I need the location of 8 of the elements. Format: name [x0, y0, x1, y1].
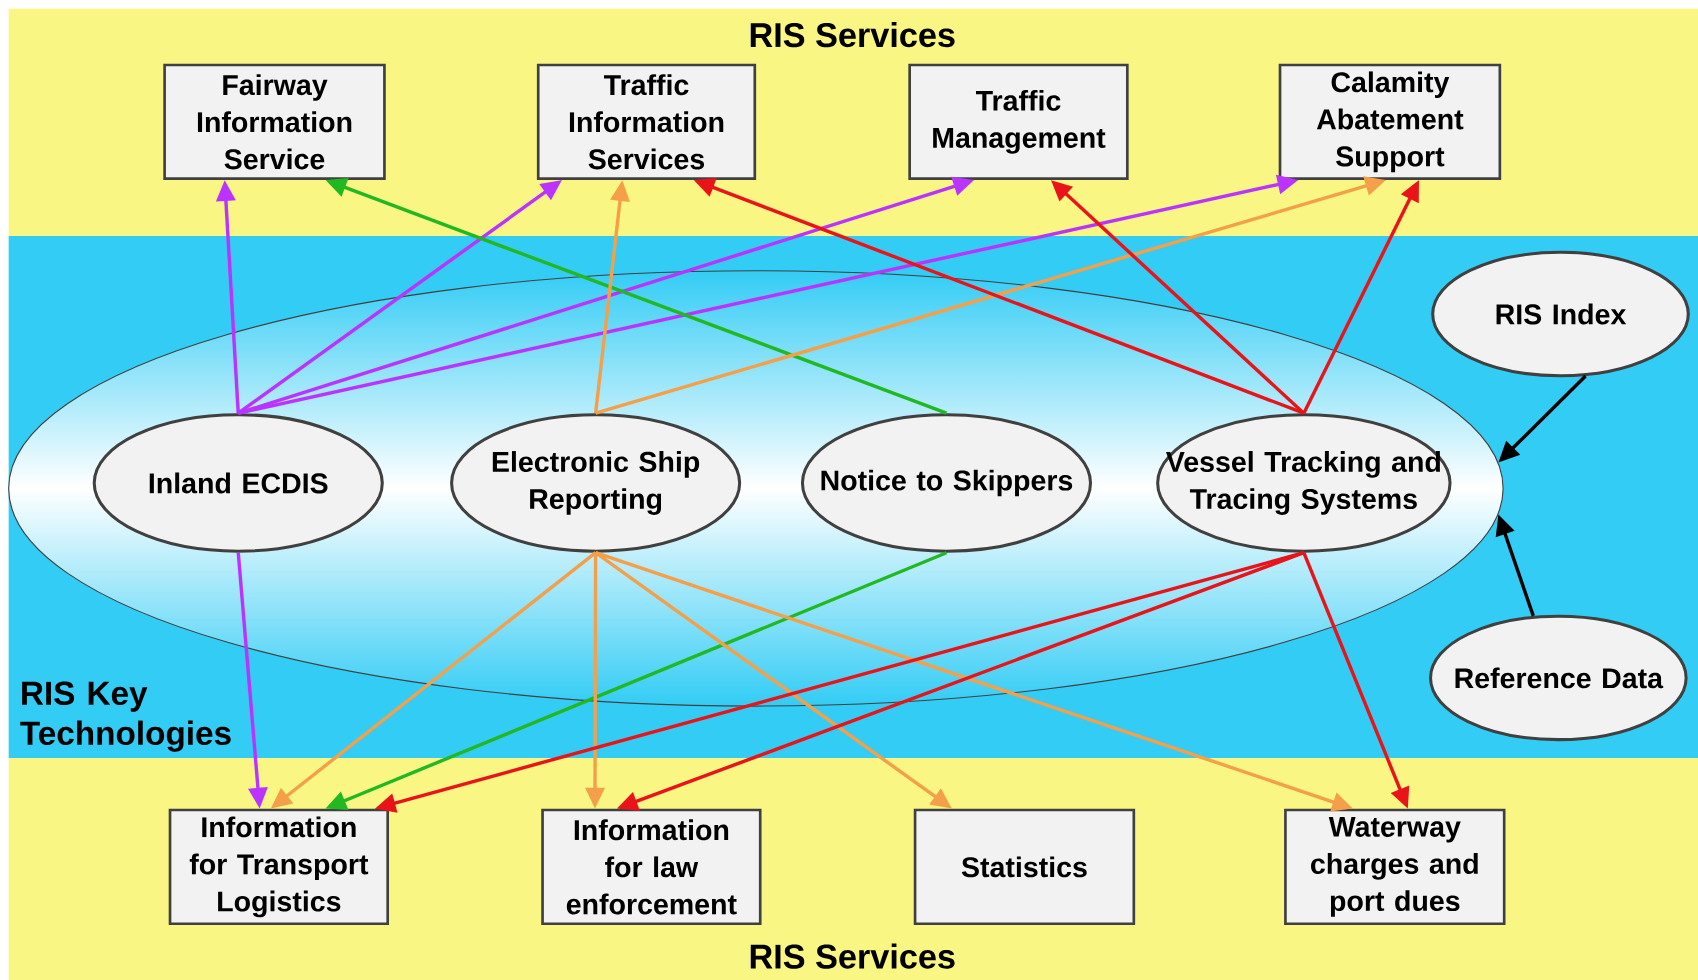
- service-box: Information for law enforcement: [541, 808, 762, 926]
- service-box: Information for Transport Logistics: [168, 808, 389, 926]
- service-box: Traffic Management: [908, 63, 1129, 180]
- service-box: Waterway charges and port dues: [1284, 808, 1506, 926]
- service-box: Fairway Information Service: [163, 63, 386, 180]
- service-box: Calamity Abatement Support: [1278, 63, 1502, 180]
- service-box: Traffic Information Services: [536, 63, 757, 180]
- service-box: Statistics: [913, 808, 1136, 926]
